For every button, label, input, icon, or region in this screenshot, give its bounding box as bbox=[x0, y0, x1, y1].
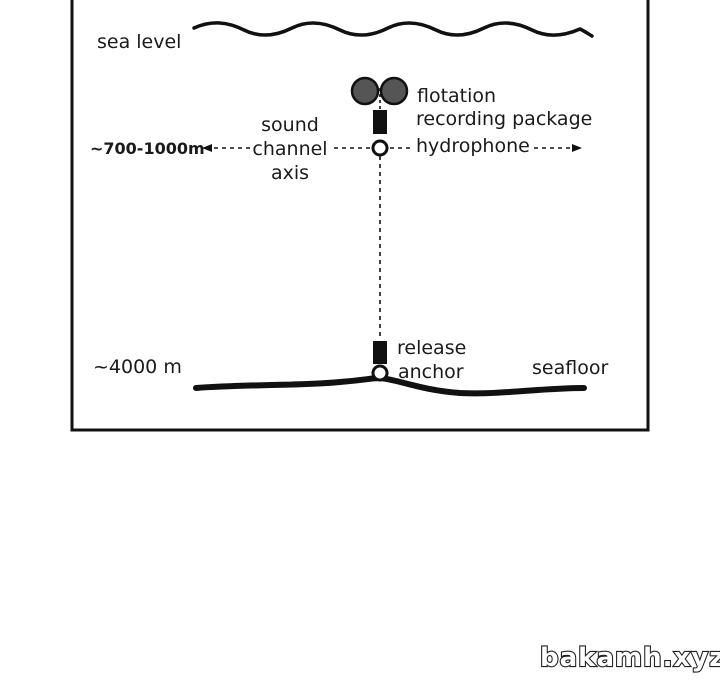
anchor bbox=[371, 364, 389, 382]
axis-label: axis bbox=[271, 162, 309, 184]
anchor-label: anchor bbox=[398, 361, 464, 383]
hydrophone-label: hydrophone bbox=[416, 135, 530, 157]
diagram-frame bbox=[70, 0, 650, 432]
sea-level-label: sea level bbox=[97, 31, 181, 53]
watermark: bakamh.xyz bbox=[540, 643, 720, 673]
sea-surface-wave bbox=[192, 21, 594, 38]
seafloor-line bbox=[193, 374, 587, 397]
depth-channel-label: ~700-1000m bbox=[90, 139, 205, 158]
flotation-label: flotation bbox=[417, 85, 496, 107]
channel-label: channel bbox=[252, 138, 327, 160]
flotation-sphere-right bbox=[379, 76, 409, 106]
flotation-sphere-left bbox=[350, 76, 380, 106]
recording-package-label: recording package bbox=[416, 108, 592, 130]
acoustic-release bbox=[373, 341, 387, 364]
seafloor-label: seafloor bbox=[532, 357, 608, 379]
recording-package bbox=[373, 110, 387, 134]
hydrophone bbox=[371, 139, 389, 157]
depth-floor-label: ~4000 m bbox=[93, 356, 182, 378]
sound-label: sound bbox=[261, 114, 319, 136]
release-label: release bbox=[397, 337, 466, 359]
